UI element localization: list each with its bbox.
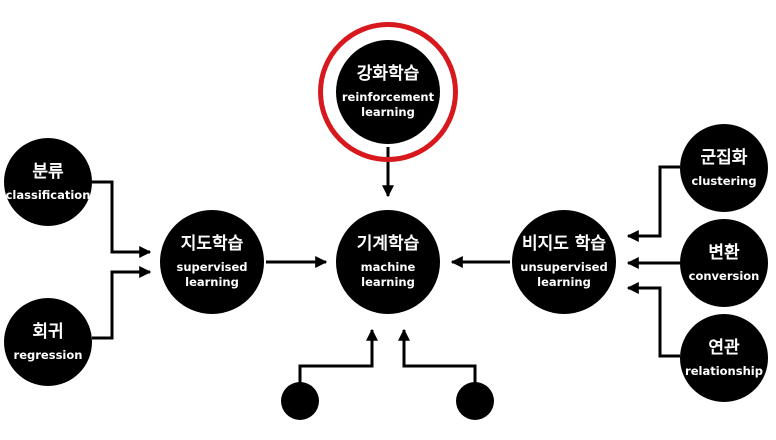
arrow-regression-to-supervised [92, 266, 152, 340]
node-conversion: 변환 conversion [680, 219, 768, 307]
clustering-ko-label: 군집화 [700, 147, 748, 168]
node-machine-learning: 기계학습 machine learning [336, 210, 440, 314]
supervised-en-label: supervised learning [176, 260, 248, 289]
arrow-relationship-to-unsupervised [626, 282, 680, 358]
relationship-ko-label: 연관 [708, 337, 740, 358]
highlight-ring [318, 22, 458, 162]
arrow-bottom-left-to-machine [298, 328, 378, 384]
node-reinforcement-learning: 강화학습 reinforcement learning [336, 40, 440, 144]
arrow-clustering-to-unsupervised [626, 165, 680, 242]
unsupervised-ko-label: 비지도 학습 [521, 234, 607, 254]
arrow-bottom-right-to-machine [398, 328, 477, 384]
node-supervised-learning: 지도학습 supervised learning [160, 210, 264, 314]
machine-ko-label: 기계학습 [356, 234, 420, 254]
node-clustering: 군집화 clustering [680, 124, 768, 212]
bottom-left-dot [281, 382, 319, 420]
regression-ko-label: 회귀 [32, 321, 64, 342]
clustering-en-label: clustering [691, 173, 757, 188]
node-classification: 분류 classification [4, 138, 92, 226]
node-relationship: 연관 relationship [680, 314, 768, 402]
bottom-right-dot [456, 382, 494, 420]
reinforcement-ko-label: 강화학습 [356, 64, 420, 84]
node-unsupervised-learning: 비지도 학습 unsupervised learning [512, 210, 616, 314]
conversion-ko-label: 변환 [708, 242, 740, 263]
arrow-classification-to-supervised [92, 180, 152, 258]
classification-ko-label: 분류 [32, 161, 64, 182]
reinforcement-en-label: reinforcement learning [341, 90, 435, 119]
node-regression: 회귀 regression [4, 298, 92, 386]
unsupervised-en-label: unsupervised learning [520, 260, 608, 289]
regression-en-label: regression [13, 347, 83, 362]
machine-en-label: machine learning [360, 260, 416, 289]
supervised-ko-label: 지도학습 [180, 234, 244, 254]
conversion-en-label: conversion [688, 268, 760, 283]
relationship-en-label: relationship [685, 363, 763, 378]
classification-en-label: classification [5, 187, 91, 202]
